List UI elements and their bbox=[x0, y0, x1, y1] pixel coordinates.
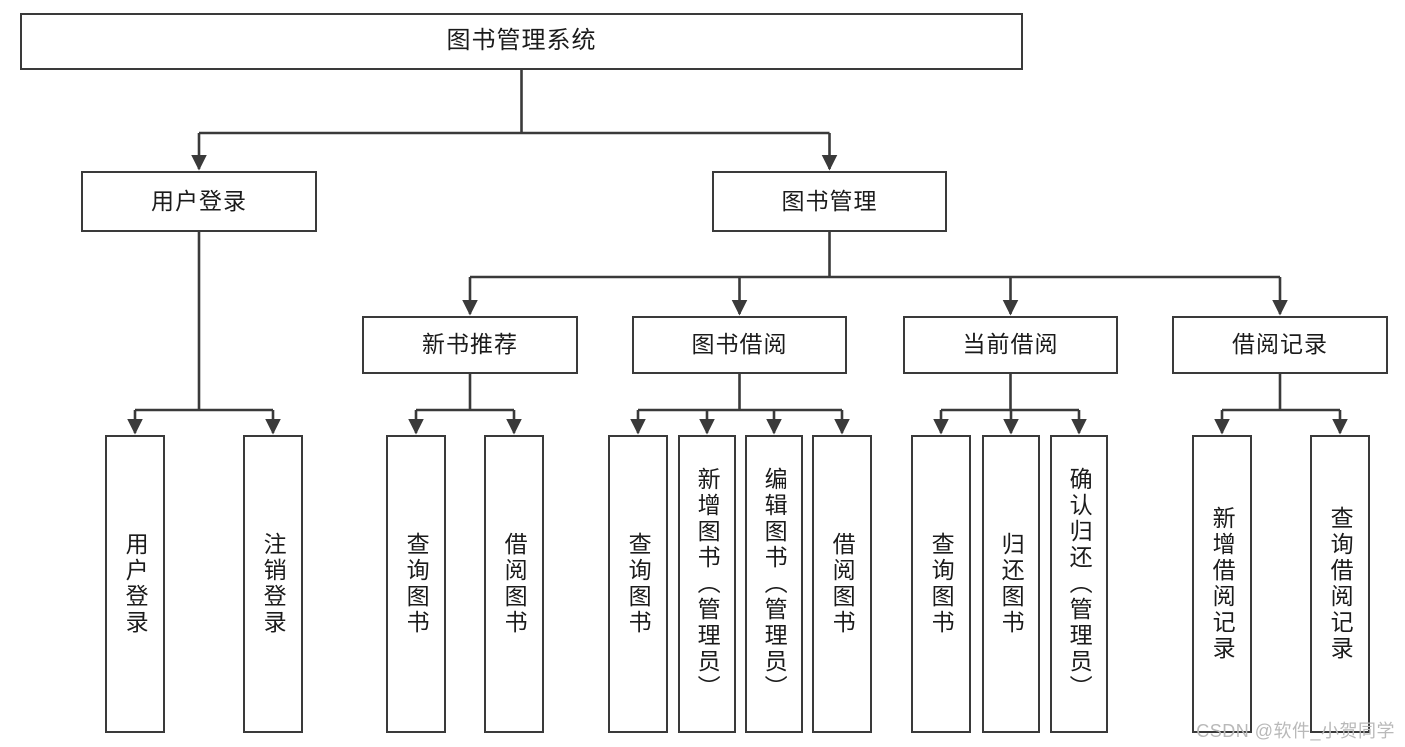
leaf-label: 借阅图书 bbox=[501, 532, 528, 636]
leaf-label: 确认归还（管理员） bbox=[1066, 467, 1093, 701]
node-current-borrow[interactable]: 当前借阅 bbox=[903, 316, 1118, 374]
node-leaf-query-book-cur[interactable]: 查询图书 bbox=[911, 435, 971, 733]
watermark: CSDN @软件_小贺同学 bbox=[1196, 721, 1395, 741]
node-book-borrow[interactable]: 图书借阅 bbox=[632, 316, 847, 374]
node-leaf-user-login[interactable]: 用户登录 bbox=[105, 435, 165, 733]
node-leaf-edit-book-admin[interactable]: 编辑图书（管理员） bbox=[745, 435, 803, 733]
node-leaf-add-borrow-record[interactable]: 新增借阅记录 bbox=[1192, 435, 1252, 733]
node-leaf-borrow-book[interactable]: 借阅图书 bbox=[812, 435, 872, 733]
leaf-label: 查询图书 bbox=[625, 532, 652, 636]
leaf-label: 归还图书 bbox=[998, 532, 1025, 636]
leaf-label: 查询借阅记录 bbox=[1327, 506, 1354, 662]
node-leaf-query-borrow-record[interactable]: 查询借阅记录 bbox=[1310, 435, 1370, 733]
node-root[interactable]: 图书管理系统 bbox=[20, 13, 1023, 70]
node-borrow-record[interactable]: 借阅记录 bbox=[1172, 316, 1388, 374]
node-leaf-add-book-admin[interactable]: 新增图书（管理员） bbox=[678, 435, 736, 733]
node-leaf-confirm-return-admin[interactable]: 确认归还（管理员） bbox=[1050, 435, 1108, 733]
node-leaf-query-book-rec[interactable]: 查询图书 bbox=[386, 435, 446, 733]
node-leaf-query-book-borrow[interactable]: 查询图书 bbox=[608, 435, 668, 733]
leaf-label: 借阅图书 bbox=[829, 532, 856, 636]
leaf-label: 编辑图书（管理员） bbox=[761, 467, 788, 701]
node-leaf-borrow-book-rec[interactable]: 借阅图书 bbox=[484, 435, 544, 733]
leaf-label: 用户登录 bbox=[122, 532, 149, 636]
node-user-login[interactable]: 用户登录 bbox=[81, 171, 317, 232]
leaf-label: 新增借阅记录 bbox=[1209, 506, 1236, 662]
leaf-label: 查询图书 bbox=[928, 532, 955, 636]
leaf-label: 注销登录 bbox=[260, 532, 287, 636]
leaf-label: 查询图书 bbox=[403, 532, 430, 636]
node-new-book-recommend[interactable]: 新书推荐 bbox=[362, 316, 578, 374]
node-leaf-user-logout[interactable]: 注销登录 bbox=[243, 435, 303, 733]
node-book-manage[interactable]: 图书管理 bbox=[712, 171, 947, 232]
node-leaf-return-book[interactable]: 归还图书 bbox=[982, 435, 1040, 733]
leaf-label: 新增图书（管理员） bbox=[694, 467, 721, 701]
